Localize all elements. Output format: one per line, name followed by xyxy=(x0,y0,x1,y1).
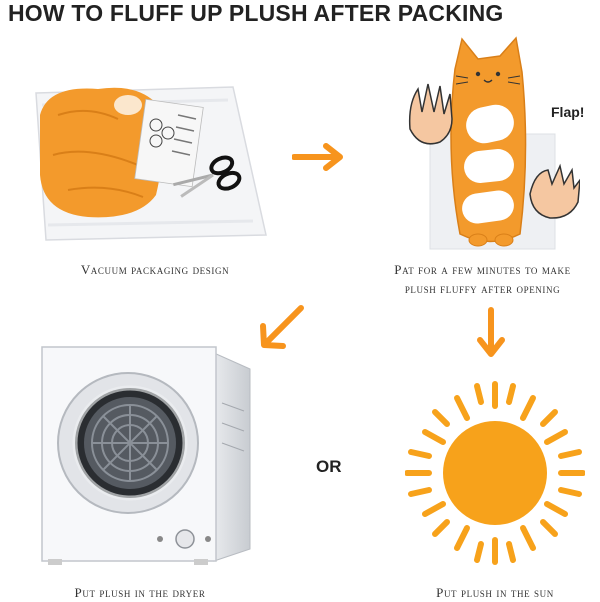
arrow-down-left-icon xyxy=(255,302,307,354)
step-2-caption-line-2: plush fluffy after opening xyxy=(404,281,561,296)
page-title: HOW TO FLUFF UP PLUSH AFTER PACKING xyxy=(8,0,504,26)
arrow-down-icon xyxy=(475,306,507,362)
step-2-caption-line-1: Pat for a few minutes to make xyxy=(394,262,571,277)
arrow-right-icon xyxy=(292,142,348,172)
vacuum-package-image xyxy=(28,75,278,245)
or-label: OR xyxy=(316,457,342,476)
step-1-caption: Vacuum packaging design xyxy=(80,262,230,277)
step-4-caption: Put plush in the sun xyxy=(436,585,554,600)
flap-sound-label: Flap! xyxy=(551,104,585,120)
step-2-caption: Pat for a few minutes to make plush fluf… xyxy=(370,260,595,298)
step-3-caption: Put plush in the dryer xyxy=(74,585,206,600)
dryer-image xyxy=(38,343,258,565)
sun-icon xyxy=(405,378,585,568)
plush-cat-image xyxy=(400,34,580,254)
